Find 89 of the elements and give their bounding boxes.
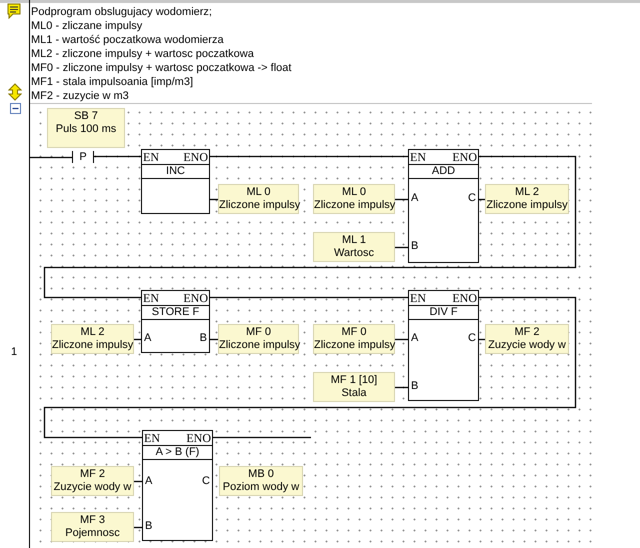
eno-pin-label: ENO [183, 150, 208, 164]
operand-box [313, 232, 395, 262]
pin-label: A [144, 332, 152, 344]
connection-line [30, 156, 72, 158]
operand-description: Zliczone impulsy [219, 339, 298, 352]
operand-description: Wartosc [333, 247, 375, 260]
connection-line [395, 198, 408, 200]
en-pin-label: EN [144, 431, 160, 445]
connection-line [94, 156, 141, 158]
operand-address: MF 1 [10] [330, 374, 378, 387]
operand-description: Poziom wody w [222, 481, 300, 494]
connection-line [210, 156, 408, 158]
operand-description: Zuzycie wody w [487, 339, 567, 352]
operand-box [51, 466, 134, 496]
function-block [141, 290, 210, 353]
pin-label: A [411, 332, 418, 344]
comment-line: ML0 - zliczane impulsy [31, 20, 142, 33]
operand-description: Stala [340, 387, 368, 400]
operand-address: MF 2 [78, 468, 106, 481]
connection-line [44, 296, 576, 438]
comment-line: ML1 - wartość poczatkowa wodomierza [31, 34, 224, 47]
operand-description: Zliczone impulsy [52, 339, 133, 352]
operand-box [51, 512, 134, 542]
pin-label: A [145, 475, 152, 487]
eno-pin-label: ENO [452, 291, 477, 305]
block-title: INC [165, 164, 186, 178]
contact-symbol: P [72, 151, 94, 163]
operand-note [47, 108, 125, 148]
pin-label: B [411, 380, 418, 392]
operand-box [219, 466, 303, 496]
operand-address: MF 3 [78, 514, 106, 527]
comment-line: Podprogram obslugujacy wodomierz; [31, 6, 212, 19]
operand-address: ML 1 [340, 234, 368, 247]
eno-pin-label: ENO [183, 291, 208, 305]
operand-address: SB 7 [73, 110, 99, 123]
block-title: DIV F [428, 305, 459, 319]
function-block [408, 149, 479, 263]
function-block [142, 430, 213, 541]
operand-address: ML 2 [79, 326, 106, 339]
operand-description: Pojemnosc [64, 527, 121, 540]
eno-pin-label: ENO [452, 150, 477, 164]
pin-label: B [145, 520, 152, 532]
comment-line: ML2 - zliczone impulsy + wartosc poczatkowa [31, 48, 254, 61]
operand-address: MB 0 [247, 468, 275, 481]
operand-address: MF 2 [513, 326, 541, 339]
operand-address: ML 0 [245, 186, 272, 199]
connection-line [395, 338, 408, 340]
operand-description: Puls 100 ms [54, 123, 118, 136]
operand-address: MF 0 [244, 326, 272, 339]
operand-box [218, 324, 299, 354]
connection-line [44, 156, 576, 298]
pin-label: C [202, 475, 210, 487]
operand-box [218, 184, 299, 214]
eno-pin-label: ENO [186, 431, 211, 445]
pin-label: B [200, 332, 207, 344]
block-title: ADD [430, 164, 456, 178]
operand-description: Zuzycie wody w [52, 481, 132, 494]
operand-address: MF 0 [340, 326, 368, 339]
comment-line: MF2 - zuzycie w m3 [31, 90, 129, 103]
pin-label: C [468, 332, 476, 344]
operand-description: Zliczone impulsy [314, 339, 394, 352]
pin-label: C [468, 192, 476, 204]
block-title: STORE F [150, 305, 200, 319]
function-block [141, 149, 210, 214]
en-pin-label: EN [410, 150, 426, 164]
operand-description: Zliczone impulsy [486, 199, 568, 212]
comment-line: MF0 - zliczone impulsy + wartosc poczatkowa -> float [31, 62, 292, 75]
en-pin-label: EN [410, 291, 426, 305]
en-pin-label: EN [143, 291, 159, 305]
block-title: A > B (F) [154, 445, 200, 459]
operand-box [313, 184, 395, 214]
operand-box [51, 324, 134, 354]
operand-box [313, 324, 395, 354]
connection-line [395, 386, 408, 388]
operand-address: ML 2 [514, 186, 540, 199]
operand-box [485, 324, 569, 354]
connection-line [213, 436, 311, 438]
network-number: 1 [11, 346, 18, 358]
operand-description: Zliczone impulsy [219, 199, 298, 212]
pin-label: A [411, 192, 418, 204]
comment-line: MF1 - stala impulsoania [imp/m3] [31, 76, 193, 89]
operand-box [313, 372, 395, 402]
connection-line [395, 246, 408, 248]
operand-box [485, 184, 569, 214]
operand-address: ML 0 [340, 186, 368, 199]
en-pin-label: EN [143, 150, 159, 164]
pin-label: B [411, 240, 418, 252]
function-block [408, 290, 479, 401]
operand-description: Zliczone impulsy [314, 199, 394, 212]
